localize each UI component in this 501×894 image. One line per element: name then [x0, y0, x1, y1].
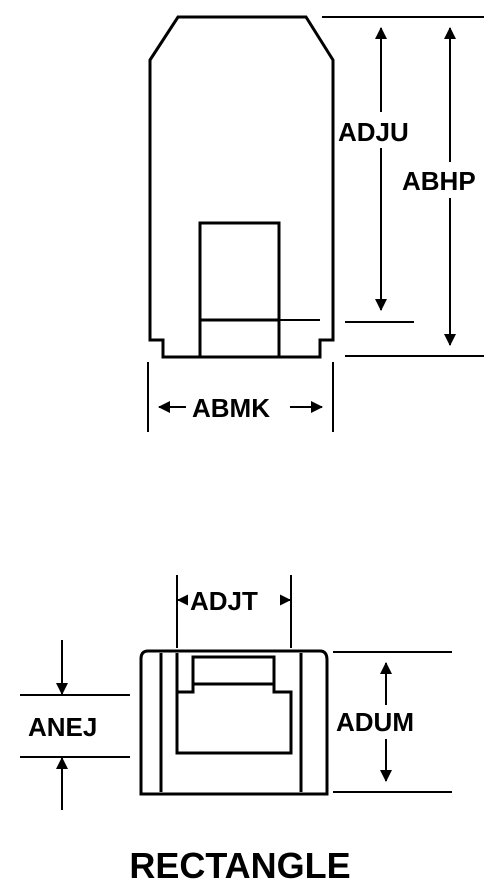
adju-label: ADJU — [338, 117, 409, 147]
abhp-label-bg — [400, 162, 498, 198]
adju-label-bg — [336, 112, 426, 148]
abmk-label-bg — [186, 390, 290, 424]
side-view — [148, 15, 335, 359]
adum-label-bg — [333, 705, 435, 739]
adju-dimension — [322, 16, 484, 323]
end-view — [139, 649, 329, 796]
anej-dimension — [20, 640, 130, 810]
end-view-body-outline — [139, 649, 329, 796]
adjt-label: ADJT — [190, 586, 258, 616]
end-view-cavity — [175, 653, 293, 755]
adum-label: ADUM — [336, 707, 414, 737]
anej-label: ANEJ — [28, 712, 97, 742]
adjt-label-bg — [188, 584, 280, 616]
abhp-label: ABHP — [402, 166, 476, 196]
abmk-label: ABMK — [192, 393, 270, 423]
side-view-inner-slot — [198, 221, 281, 359]
side-view-body-outline — [148, 15, 335, 359]
diagram-caption: RECTANGLE — [129, 845, 350, 886]
